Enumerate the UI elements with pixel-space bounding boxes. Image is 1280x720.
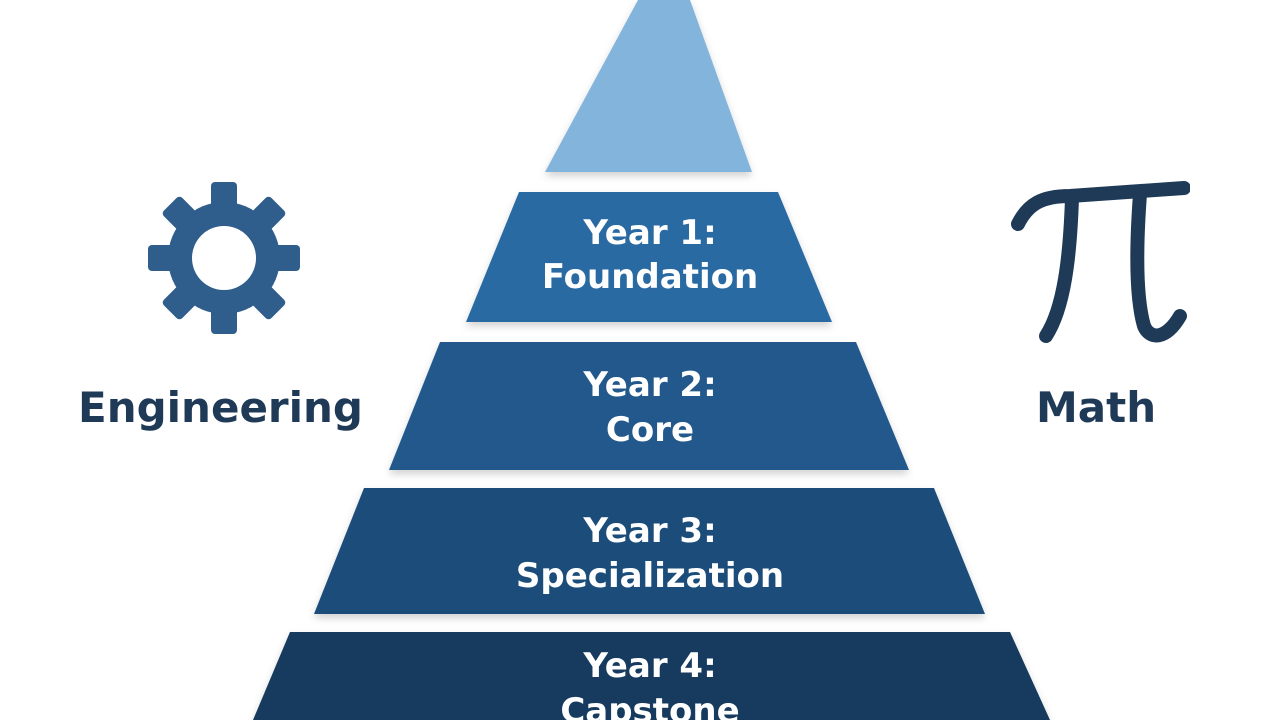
tier-3-shape xyxy=(314,488,985,614)
tier-4-shape xyxy=(253,632,1050,720)
tier-2-shape xyxy=(389,342,909,470)
tier-3-subtitle: Specialization xyxy=(516,556,784,596)
pyramid-apex xyxy=(545,0,752,172)
tier-year-2: Year 2: Core xyxy=(389,342,909,470)
tier-4-title: Year 4: xyxy=(582,646,716,686)
tier-1-subtitle: Foundation xyxy=(542,257,758,297)
engineering-label: Engineering xyxy=(78,383,363,432)
gear-icon xyxy=(148,182,300,334)
pi-icon xyxy=(1011,181,1190,343)
tier-2-subtitle: Core xyxy=(606,410,694,450)
tier-year-3: Year 3: Specialization xyxy=(314,488,985,614)
tier-1-shape xyxy=(466,192,832,322)
tier-year-4: Year 4: Capstone xyxy=(253,632,1050,720)
tier-1-title: Year 1: xyxy=(582,213,716,253)
tier-year-1: Year 1: Foundation xyxy=(466,192,832,322)
tier-3-title: Year 3: xyxy=(582,511,716,551)
tier-2-title: Year 2: xyxy=(582,365,716,405)
math-label: Math xyxy=(1036,383,1157,432)
tier-4-subtitle: Capstone xyxy=(560,691,739,720)
